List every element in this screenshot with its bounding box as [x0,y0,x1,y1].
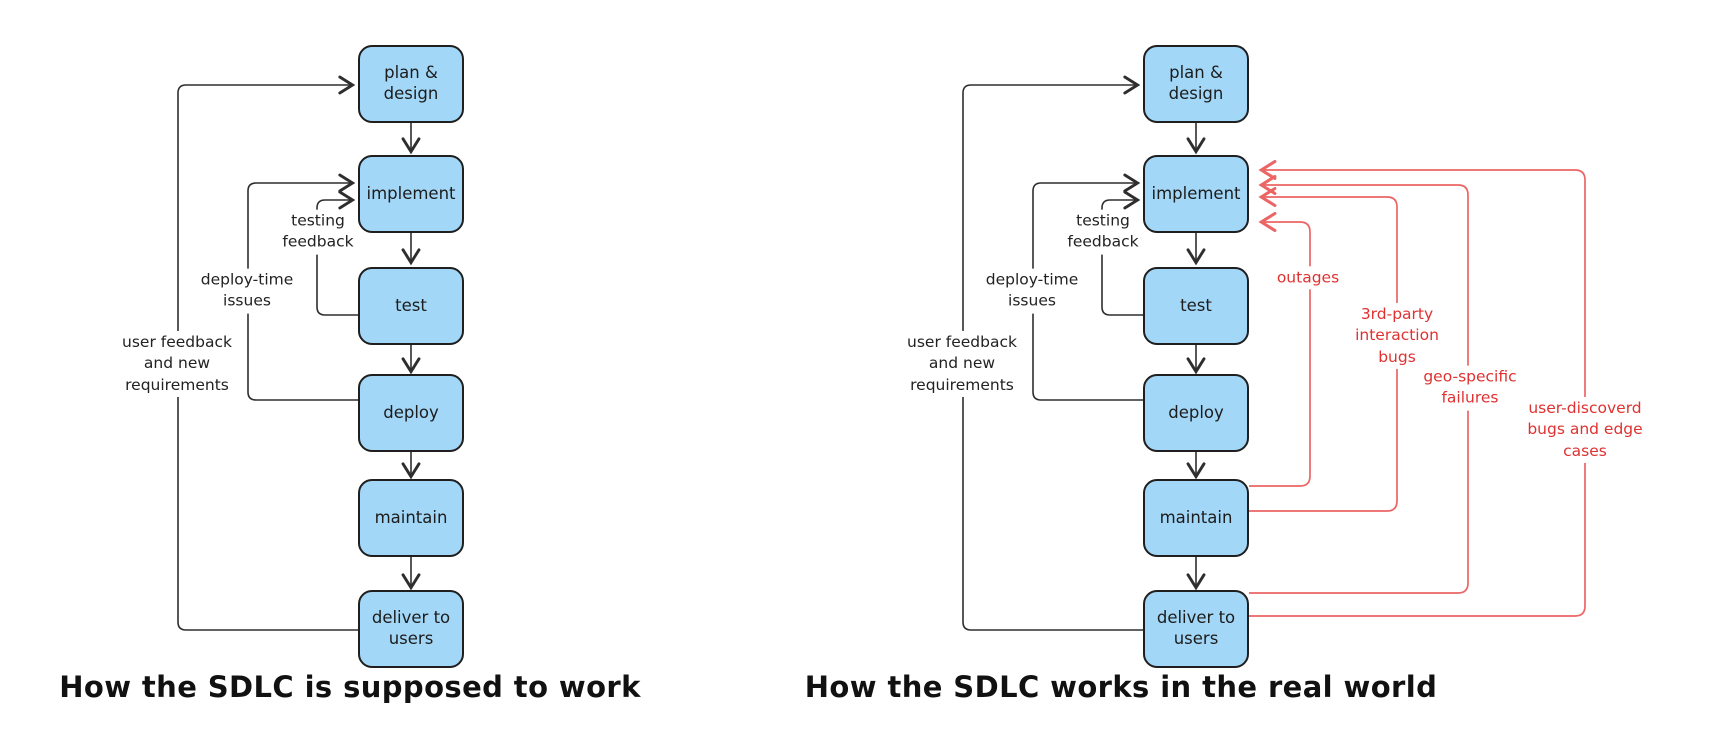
node-test-right: test [1143,267,1249,345]
failure-label-third-party-bugs: 3rd-party interaction bugs [1351,302,1443,370]
node-deploy-left: deploy [358,374,464,452]
node-maintain-left: maintain [358,479,464,557]
node-maintain-right: maintain [1143,479,1249,557]
failure-label-geo-specific: geo-specific failures [1419,365,1521,411]
node-deliver-users-left: deliver to users [358,590,464,668]
loop-label-testing-feedback-left: testing feedback [278,209,358,255]
edge-testing-feedback-left [316,190,358,316]
node-plan-design-right: plan & design [1143,45,1249,123]
loop-label-testing-feedback-right: testing feedback [1063,209,1143,255]
caption-sdlc-real-world: How the SDLC works in the real world [804,670,1438,704]
edge-outages [1249,211,1311,487]
node-deliver-users-right: deliver to users [1143,590,1249,668]
node-deploy-right: deploy [1143,374,1249,452]
failure-label-user-discovered: user-discoverd bugs and edge cases [1517,396,1653,464]
node-implement-right: implement [1143,155,1249,233]
loop-label-user-feedback-left: user feedback and new requirements [118,330,236,398]
node-implement-left: implement [358,155,464,233]
failure-label-outages: outages [1272,266,1344,290]
node-test-left: test [358,267,464,345]
node-plan-design-left: plan & design [358,45,464,123]
edge-user-discovered-bugs [1249,159,1586,617]
loop-label-deploy-time-issues-left: deploy-time issues [196,268,298,314]
edge-testing-feedback-right [1101,190,1143,316]
loop-label-user-feedback-right: user feedback and new requirements [903,330,1021,398]
loop-label-deploy-time-issues-right: deploy-time issues [981,268,1083,314]
caption-sdlc-ideal: How the SDLC is supposed to work [59,670,641,704]
